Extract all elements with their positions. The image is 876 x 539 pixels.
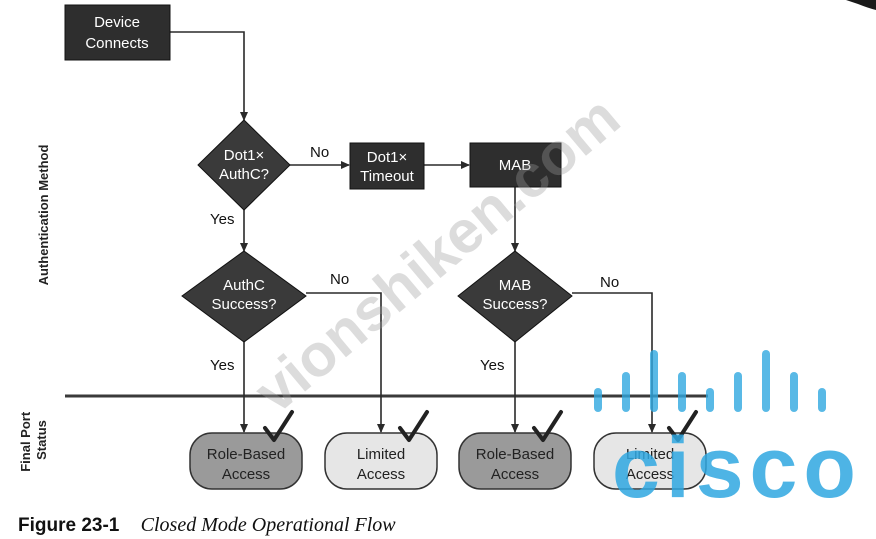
edge-device-to-dot1x — [170, 31, 248, 121]
limited-access-2: Limited Access — [593, 432, 707, 490]
flow-diagram: Authentication Method Final Port Status … — [18, 0, 876, 510]
check-icon — [398, 410, 429, 442]
check-icon — [263, 410, 294, 442]
authc-success-decision: AuthC Success? — [181, 250, 307, 343]
role-based-access-1: Role-Based Access — [189, 432, 303, 490]
mab-success-decision: MAB Success? — [457, 250, 573, 343]
cisco-logo: cisco — [594, 350, 862, 510]
role-based-2-line2: Access — [491, 466, 539, 483]
device-connects-box: Device Connects — [64, 4, 171, 61]
mab-success-line2: Success? — [482, 296, 547, 313]
figure-title: Closed Mode Operational Flow — [140, 514, 396, 536]
limited-2-line1: Limited — [626, 446, 674, 463]
authc-success-line1: AuthC — [223, 277, 265, 294]
mab-label: MAB — [499, 157, 532, 174]
edge-authc-no — [306, 292, 385, 433]
device-connects-line1: Device — [94, 14, 140, 31]
logo-bar — [734, 372, 742, 412]
figure-number: Figure 23-1 — [18, 515, 120, 536]
role-based-1-line2: Access — [222, 466, 270, 483]
dot1x-no-label: No — [310, 144, 329, 161]
authc-success-line2: Success? — [211, 296, 276, 313]
edge-mab-no — [572, 292, 656, 433]
mab-success-line1: MAB — [499, 277, 532, 294]
authc-yes-label: Yes — [210, 357, 234, 374]
logo-bar — [678, 372, 686, 412]
logo-bar — [622, 372, 630, 412]
dot1x-timeout-box: Dot1× Timeout — [349, 142, 425, 190]
authc-no-label: No — [330, 271, 349, 288]
device-connects-line2: Connects — [85, 35, 148, 52]
figure-caption: Figure 23-1 Closed Mode Operational Flow — [18, 514, 396, 537]
limited-1-line2: Access — [357, 466, 405, 483]
final-port-status-line2: Status — [34, 420, 49, 460]
logo-bar — [790, 372, 798, 412]
check-icon — [532, 410, 563, 442]
role-based-1-line1: Role-Based — [207, 446, 285, 463]
final-port-status-label: Final Port Status — [18, 408, 49, 472]
mab-box: MAB — [469, 142, 562, 188]
role-based-access-2: Role-Based Access — [458, 432, 572, 490]
final-port-status-line1: Final Port — [18, 411, 33, 472]
mab-no-label: No — [600, 274, 619, 291]
corner-shape — [846, 0, 876, 10]
limited-2-line2: Access — [626, 466, 674, 483]
logo-bar — [818, 388, 826, 412]
check-icon — [667, 410, 698, 442]
logo-bar — [594, 388, 602, 412]
logo-bar — [762, 350, 770, 412]
dot1x-authc-line1: Dot1× — [224, 147, 264, 164]
limited-access-1: Limited Access — [324, 432, 438, 490]
dot1x-yes-label: Yes — [210, 211, 234, 228]
dot1x-authc-line2: AuthC? — [219, 166, 269, 183]
logo-bar — [706, 388, 714, 412]
authentication-method-label: Authentication Method — [36, 145, 51, 286]
logo-bar — [650, 350, 658, 412]
dot1x-authc-decision: Dot1× AuthC? — [197, 119, 291, 211]
logo-wordmark: cisco — [612, 420, 862, 510]
dot1x-timeout-line2: Timeout — [360, 168, 414, 185]
watermark-text: vionshiken.com — [242, 83, 632, 426]
mab-yes-label: Yes — [480, 357, 504, 374]
limited-1-line1: Limited — [357, 446, 405, 463]
dot1x-timeout-line1: Dot1× — [367, 149, 407, 166]
role-based-2-line1: Role-Based — [476, 446, 554, 463]
